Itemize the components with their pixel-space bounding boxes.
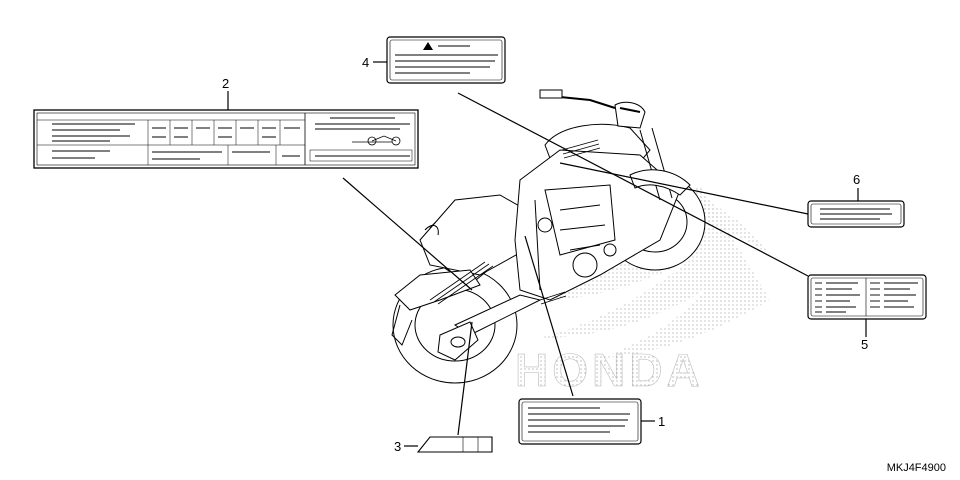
label-3[interactable] [416,436,493,453]
callout-5: 5 [861,337,868,352]
label-1[interactable] [518,398,642,445]
label-5[interactable] [807,274,927,320]
label-2[interactable] [33,109,419,169]
motorcycle-illustration [391,89,706,384]
diagram-code: MKJ4F4900 [886,462,946,474]
callout-2: 2 [222,76,229,91]
motorcycle-pictogram [352,135,401,146]
honda-watermark-text: HONDA [515,344,704,396]
label-6[interactable] [807,200,905,228]
callout-numbers: 2 4 6 5 1 3 [222,55,868,454]
callout-6: 6 [853,172,860,187]
leader-lines [227,61,867,447]
callout-4: 4 [362,55,369,70]
warning-icon [423,42,433,50]
callout-1: 1 [658,414,665,429]
callout-3: 3 [394,439,401,454]
label-4[interactable] [386,36,506,84]
